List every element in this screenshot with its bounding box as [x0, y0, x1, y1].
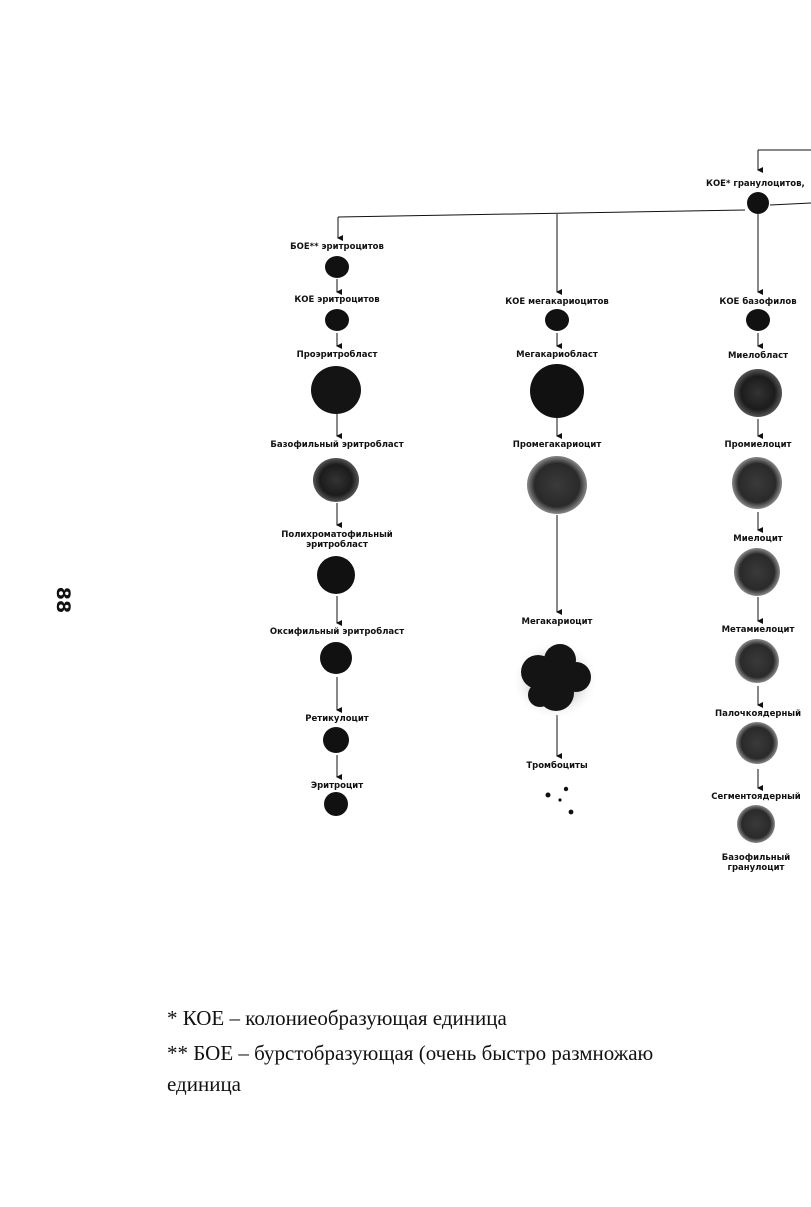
- label-proerythroblast: Проэритробласт: [296, 350, 378, 360]
- label-myeloblast: Миелобласт: [727, 351, 789, 361]
- cfu-granulocytes-cell: [747, 192, 769, 214]
- label-segmented: Сегментоядерный: [711, 792, 801, 802]
- promyelocyte-cell: [732, 457, 782, 509]
- label-band: Палочкоядерный: [714, 709, 802, 719]
- label-basophilic-granulocyte: Базофильный гранулоцит: [721, 853, 791, 873]
- myelocyte-cell: [734, 548, 780, 596]
- myeloblast-cell: [734, 369, 782, 417]
- label-promegakaryocyte: Промегакариоцит: [512, 440, 602, 450]
- top-connectors: [337, 149, 811, 295]
- label-platelets: Тромбоциты: [526, 761, 588, 771]
- megakaryoblast-cell: [530, 364, 584, 418]
- erythrocyte-cell: [324, 792, 348, 816]
- label-megakaryocyte: Мегакариоцит: [521, 617, 593, 627]
- megakaryocyte-cell: [511, 640, 599, 720]
- cfu-e-cell: [325, 309, 349, 331]
- label-metamyelocyte: Метамиелоцит: [721, 625, 795, 635]
- top-node-label: КОЕ* гранулоцитов,: [706, 179, 805, 189]
- label-reticulocyte: Ретикулоцит: [305, 714, 369, 724]
- footnote-boe-cont: единица: [167, 1072, 242, 1096]
- basophil-column: [732, 309, 782, 843]
- band-cell: [736, 722, 778, 764]
- platelets-cells: [545, 786, 574, 815]
- label-basophilic-erythroblast: Базофильный эритробласт: [270, 440, 404, 450]
- megakaryocyte-column: [511, 309, 599, 815]
- label-myelocyte: Миелоцит: [733, 534, 783, 544]
- bfu-e-cell: [325, 256, 349, 278]
- label-oxyphilic-erythroblast: Оксифильный эритробласт: [269, 627, 405, 637]
- footnote-koe: * КОЕ – колониеобразующая единица: [167, 1006, 507, 1030]
- label-megakaryoblast: Мегакариобласт: [516, 350, 598, 360]
- oxyphilic-erythroblast-cell: [320, 642, 352, 674]
- polychromatophilic-erythroblast-cell: [317, 556, 355, 594]
- segmented-cell: [737, 805, 775, 843]
- cfu-mega-cell: [545, 309, 569, 331]
- label-promyelocyte: Промиелоцит: [724, 440, 792, 450]
- label-polychromatophilic-erythroblast: Полихроматофильный эритробласт: [281, 530, 393, 550]
- promegakaryocyte-cell: [527, 456, 587, 514]
- proerythroblast-cell: [311, 366, 361, 414]
- cfu-baso-cell: [746, 309, 770, 331]
- metamyelocyte-cell: [735, 639, 779, 683]
- label-cfu-e: КОЕ эритроцитов: [294, 295, 380, 305]
- reticulocyte-cell: [323, 727, 349, 753]
- label-bfu-e: БОЕ** эритроцитов: [290, 242, 384, 252]
- label-cfu-mega: КОЕ мегакариоцитов: [505, 297, 609, 307]
- basophilic-erythroblast-cell: [313, 458, 359, 502]
- label-cfu-baso: КОЕ базофилов: [719, 297, 797, 307]
- footnote-boe: ** БОЕ – бурстобразующая (очень быстро р…: [167, 1041, 654, 1065]
- erythroid-column: [311, 256, 361, 816]
- label-erythrocyte: Эритроцит: [310, 781, 364, 791]
